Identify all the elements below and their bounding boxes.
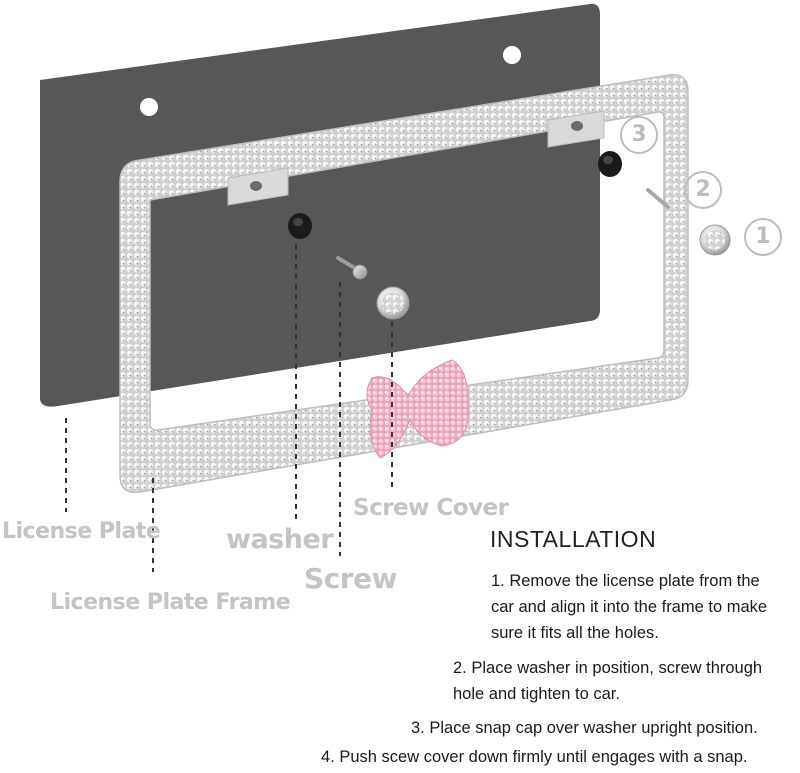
step-marker-3: 3: [620, 116, 658, 154]
installation-step-2: 2. Place washer in position, screw throu…: [453, 655, 762, 707]
installation-step-1: 1. Remove the license plate from the car…: [491, 568, 767, 646]
installation-heading: INSTALLATION: [490, 526, 657, 552]
screw-cover: [376, 286, 410, 320]
label-screw: Screw: [304, 562, 397, 595]
license-plate: [40, 3, 600, 407]
installation-step-4: 4. Push scew cover down firmly until eng…: [321, 744, 747, 770]
step-1-line-2: car and align it into the frame to make: [491, 598, 768, 616]
screw-cover: [699, 224, 731, 256]
step-2-line-2: hole and tighten to car.: [453, 685, 620, 703]
screw: [336, 256, 368, 280]
plate-mount-hole: [503, 46, 521, 64]
step-1-line-1: 1. Remove the license plate from the: [491, 572, 760, 590]
step-marker-2: 2: [684, 171, 722, 209]
installation-step-3: 3. Place snap cap over washer upright po…: [411, 715, 758, 741]
plate-mount-hole: [140, 98, 158, 116]
step-4-line-1: 4. Push scew cover down firmly until eng…: [321, 748, 748, 766]
step-2-line-1: 2. Place washer in position, screw throu…: [453, 659, 763, 677]
label-screw-cover: Screw Cover: [353, 495, 509, 521]
label-license-plate-frame: License Plate Frame: [50, 590, 291, 615]
step-3-line-1: 3. Place snap cap over washer upright po…: [411, 719, 758, 737]
screw: [646, 188, 670, 209]
leader-lines: [65, 244, 393, 572]
step-marker-1: 1: [744, 218, 782, 256]
label-washer: washer: [226, 524, 334, 555]
washer: [288, 213, 312, 239]
washer: [598, 151, 622, 177]
label-license-plate: License Plate: [2, 519, 161, 544]
step-1-line-3: sure it fits all the holes.: [491, 624, 659, 642]
